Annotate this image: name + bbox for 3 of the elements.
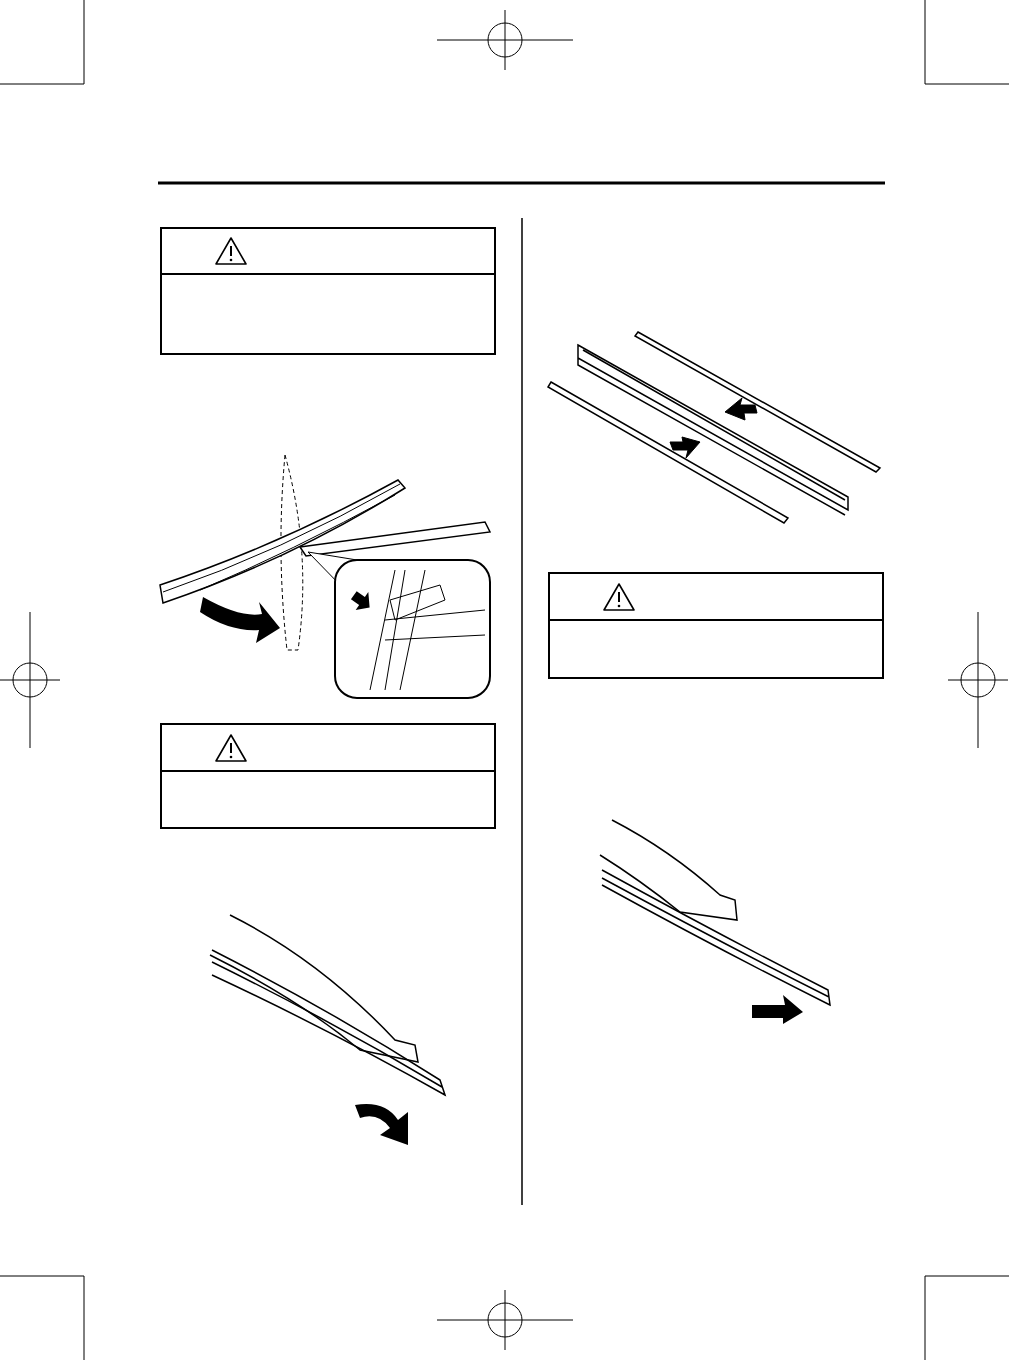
caution-box: [160, 723, 496, 829]
caution-box: [160, 227, 496, 355]
caution-box: [548, 572, 884, 679]
